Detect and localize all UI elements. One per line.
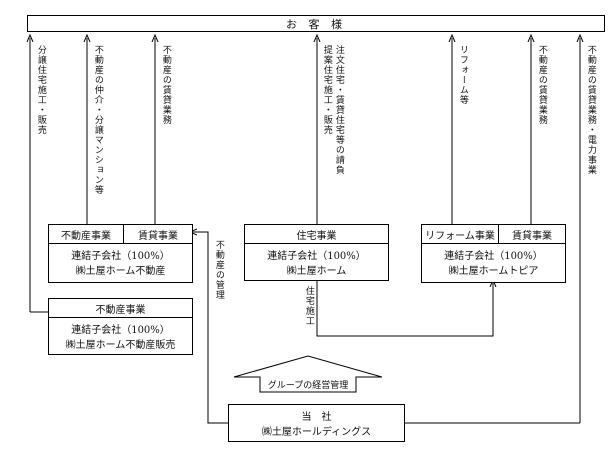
hanbai-company-name: ㈱土屋ホーム不動産販売 bbox=[65, 340, 176, 351]
segment-real-estate: 不動産事業 bbox=[49, 299, 192, 318]
label-order-housing-1: 注文住宅・賃貸住宅等の請負 bbox=[333, 45, 344, 175]
fudosan-subsidiary-line: 連結子会社（100%） bbox=[71, 251, 170, 262]
label-rental-left: 不動産の賃貸業務 bbox=[160, 45, 171, 125]
holdings-company-name: ㈱土屋ホールディングス bbox=[261, 427, 372, 438]
label-rental-power: 不動産の賃貸業務・電力事業 bbox=[585, 45, 596, 175]
box-tsuchiya-home-fudosan-hanbai: 不動産事業 連結子会社（100%） ㈱土屋ホーム不動産販売 bbox=[48, 298, 193, 355]
line-property-management bbox=[193, 232, 228, 424]
home-company-name: ㈱土屋ホーム bbox=[286, 266, 347, 277]
box-tsuchiya-home-topia: リフォーム事業 賃貸事業 連結子会社（100%） ㈱土屋ホームトピア bbox=[421, 224, 566, 283]
customer-title: お 客 様 bbox=[286, 17, 346, 31]
customer-box: お 客 様 bbox=[27, 15, 605, 32]
segment-housing: 住宅事業 bbox=[245, 225, 388, 244]
label-sale-construction: 分譲住宅施工・販売 bbox=[35, 45, 46, 135]
segment-real-estate: 不動産事業 bbox=[49, 225, 124, 244]
label-order-housing-2: 提案住宅施工・販売 bbox=[321, 45, 332, 135]
line-housing-construction bbox=[316, 281, 493, 337]
management-arrow-shape bbox=[233, 355, 383, 393]
segment-rental: 賃貸事業 bbox=[498, 225, 566, 244]
segment-rental: 賃貸事業 bbox=[123, 225, 193, 244]
home-subsidiary-line: 連結子会社（100%） bbox=[267, 251, 366, 262]
box-tsuchiya-home-fudosan: 不動産事業 賃貸事業 連結子会社（100%） ㈱土屋ホーム不動産 bbox=[48, 224, 193, 283]
label-reform: リフォーム等 bbox=[457, 45, 468, 105]
topia-subsidiary-line: 連結子会社（100%） bbox=[444, 251, 543, 262]
label-property-management: 不動産の管理 bbox=[213, 240, 224, 300]
topia-company-name: ㈱土屋ホームトピア bbox=[448, 266, 539, 277]
box-tsuchiya-holdings: 当 社 ㈱土屋ホールディングス bbox=[228, 404, 405, 442]
label-rental-right: 不動産の賃貸業務 bbox=[536, 45, 547, 125]
management-label: グループの経営管理 bbox=[267, 381, 349, 391]
fudosan-company-name: ㈱土屋ホーム不動産 bbox=[75, 266, 166, 277]
box-tsuchiya-home: 住宅事業 連結子会社（100%） ㈱土屋ホーム bbox=[244, 224, 389, 281]
holdings-self-label: 当 社 bbox=[301, 412, 332, 423]
hanbai-subsidiary-line: 連結子会社（100%） bbox=[71, 325, 170, 336]
segment-reform: リフォーム事業 bbox=[422, 225, 499, 244]
label-housing-construction: 住宅施工 bbox=[303, 286, 314, 326]
label-brokerage: 不動産の仲介・分譲マンション等 bbox=[92, 45, 103, 195]
